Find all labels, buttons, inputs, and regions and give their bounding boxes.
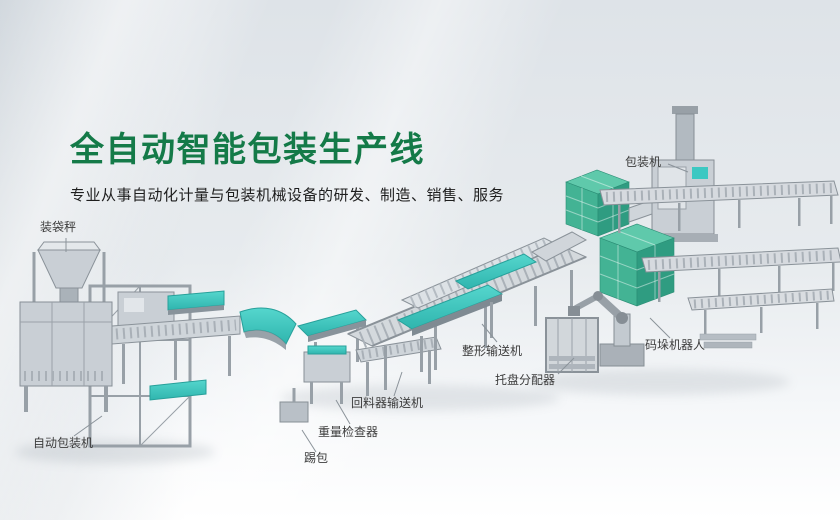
- label-pallet-distributor: 托盘分配器: [495, 373, 556, 387]
- label-palletizing-robot: 码垛机器人: [645, 338, 706, 352]
- right-roller-conveyor-mid: [641, 247, 840, 302]
- label-shaping-conveyor: 整形输送机: [462, 344, 523, 358]
- left-weighing-cabinet: [19, 301, 113, 412]
- mid-conveyor: [111, 315, 241, 384]
- frame-belt: [149, 379, 207, 401]
- packaging-machine-tower: [648, 106, 718, 242]
- shaping-conveyor-belt: [396, 284, 504, 372]
- right-roller-conveyor-bottom: [687, 288, 835, 336]
- page-title: 全自动智能包装生产线: [70, 131, 425, 169]
- label-bagging-scale: 装袋秤: [40, 220, 77, 234]
- pallet-dispenser-machine: [545, 317, 599, 373]
- upper-teal-belt: [454, 253, 538, 290]
- return-feeder-conveyor-machine: [355, 336, 442, 396]
- curved-conveyor: [239, 307, 297, 350]
- teal-belt-a: [167, 290, 225, 315]
- label-weight-checker: 重量检查器: [318, 425, 379, 439]
- connector-conveyor: [530, 231, 588, 262]
- palletizing-robot-machine: [568, 291, 645, 367]
- label-packaging-machine: 包装机: [625, 155, 662, 169]
- weight-checker-machine: [303, 345, 351, 404]
- label-bag-kicker: 踢包: [304, 451, 329, 465]
- pallet-stack: [699, 333, 757, 349]
- page-subtitle: 专业从事自动化计量与包装机械设备的研发、制造、销售、服务: [70, 187, 505, 204]
- label-leader-lines: [65, 163, 689, 453]
- label-return-feeder-conveyor: 回料器输送机: [351, 396, 424, 410]
- bag-kicker-device: [279, 388, 309, 423]
- floor-shadows: [15, 369, 790, 464]
- right-roller-conveyor-top: [599, 180, 839, 233]
- frame-top-panel: [124, 298, 144, 312]
- label-auto-packaging-machine: 自动包装机: [33, 436, 94, 450]
